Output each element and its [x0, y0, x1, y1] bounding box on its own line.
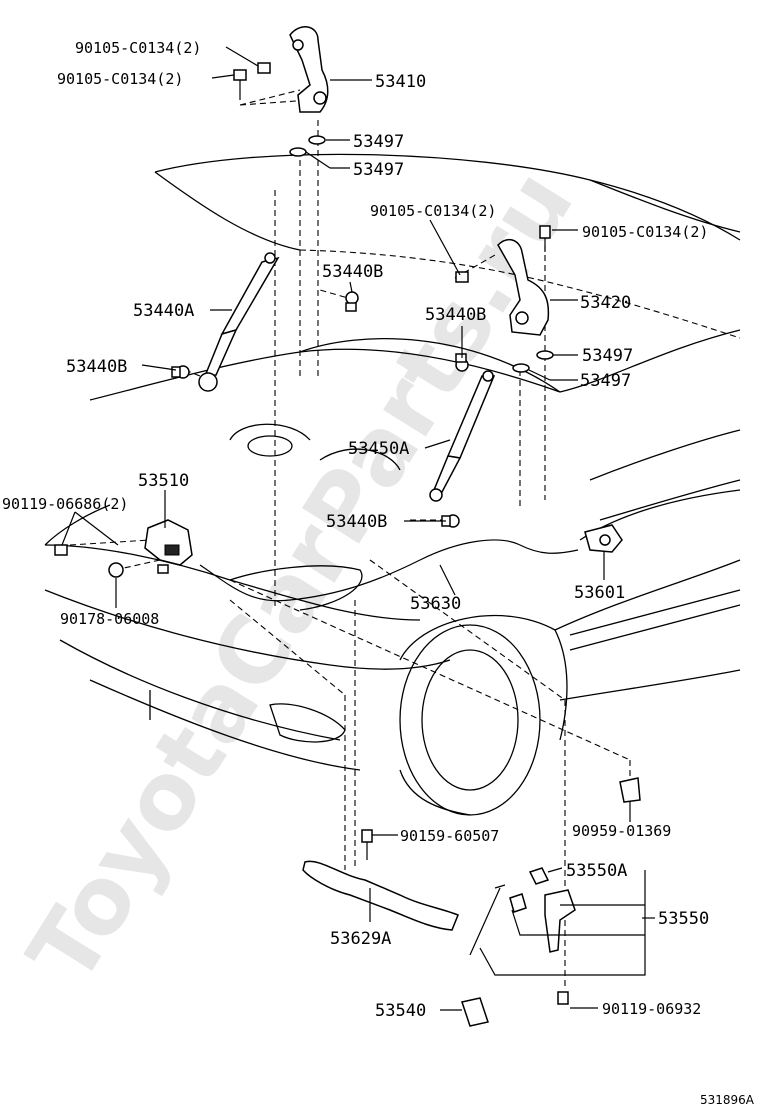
- label-nut: 90178-06008: [60, 610, 159, 628]
- label-support-rod: 53540: [375, 1001, 426, 1021]
- hood-cushion: [512, 350, 554, 373]
- label-hinge-lh: 53410: [375, 72, 426, 92]
- label-bolt: 90105-C0134(2): [370, 202, 496, 220]
- label-bolt: 90105-C0134(2): [582, 223, 708, 241]
- label-cushion: 53497: [353, 132, 404, 152]
- label-ball-stud: 53440B: [322, 262, 383, 282]
- part-labels: 90105-C0134(2) 90105-C0134(2) 53410 5349…: [2, 39, 755, 1107]
- leader-lines: [61, 46, 655, 1011]
- label-cushion: 53497: [580, 371, 631, 391]
- hood-support-strut-b: [429, 370, 496, 502]
- release-lever: [584, 524, 623, 553]
- label-strut-b: 53450A: [348, 439, 409, 459]
- ball-stud-icon: [171, 291, 469, 528]
- label-ball-stud: 53440B: [326, 512, 387, 532]
- hood-lock: [144, 519, 193, 574]
- watermark-text: ToyotaCarParts.ru: [8, 152, 594, 1002]
- bolt-icon: [455, 225, 551, 283]
- bolt-icon: [54, 544, 124, 578]
- label-catch-sub: 53550A: [566, 861, 627, 881]
- label-bolt: 90159-60507: [400, 827, 499, 845]
- label-bolt: 90105-C0134(2): [57, 70, 183, 88]
- label-ball-stud: 53440B: [425, 305, 486, 325]
- lock-support-bracket: [302, 829, 459, 931]
- release-cable: [199, 539, 579, 602]
- label-release-lever: 53601: [574, 583, 625, 603]
- figure-code: 531896A: [700, 1093, 755, 1107]
- label-hood-lock: 53510: [138, 471, 189, 491]
- label-strut-a: 53440A: [133, 301, 194, 321]
- hood-cushion: [289, 135, 326, 157]
- label-bolt: 90119-06686(2): [2, 495, 128, 513]
- label-clip: 90959-01369: [572, 822, 671, 840]
- label-cushion: 53497: [353, 160, 404, 180]
- label-bolt: 90119-06932: [602, 1000, 701, 1018]
- bolt-icon: [233, 62, 271, 100]
- hood-hinge-rh: [497, 238, 550, 336]
- label-cushion: 53497: [582, 346, 633, 366]
- clip-icon: [619, 777, 641, 803]
- label-ball-stud: 53440B: [66, 357, 127, 377]
- label-release-cable: 53630: [410, 594, 461, 614]
- hood-support-strut-a: [198, 252, 280, 392]
- label-bracket: 53629A: [330, 929, 391, 949]
- label-hood-catch: 53550: [658, 909, 709, 929]
- hood-support-rod: [461, 884, 569, 1027]
- hood-hinge-lh: [289, 26, 329, 113]
- label-bolt: 90105-C0134(2): [75, 39, 201, 57]
- label-hinge-rh: 53420: [580, 293, 631, 313]
